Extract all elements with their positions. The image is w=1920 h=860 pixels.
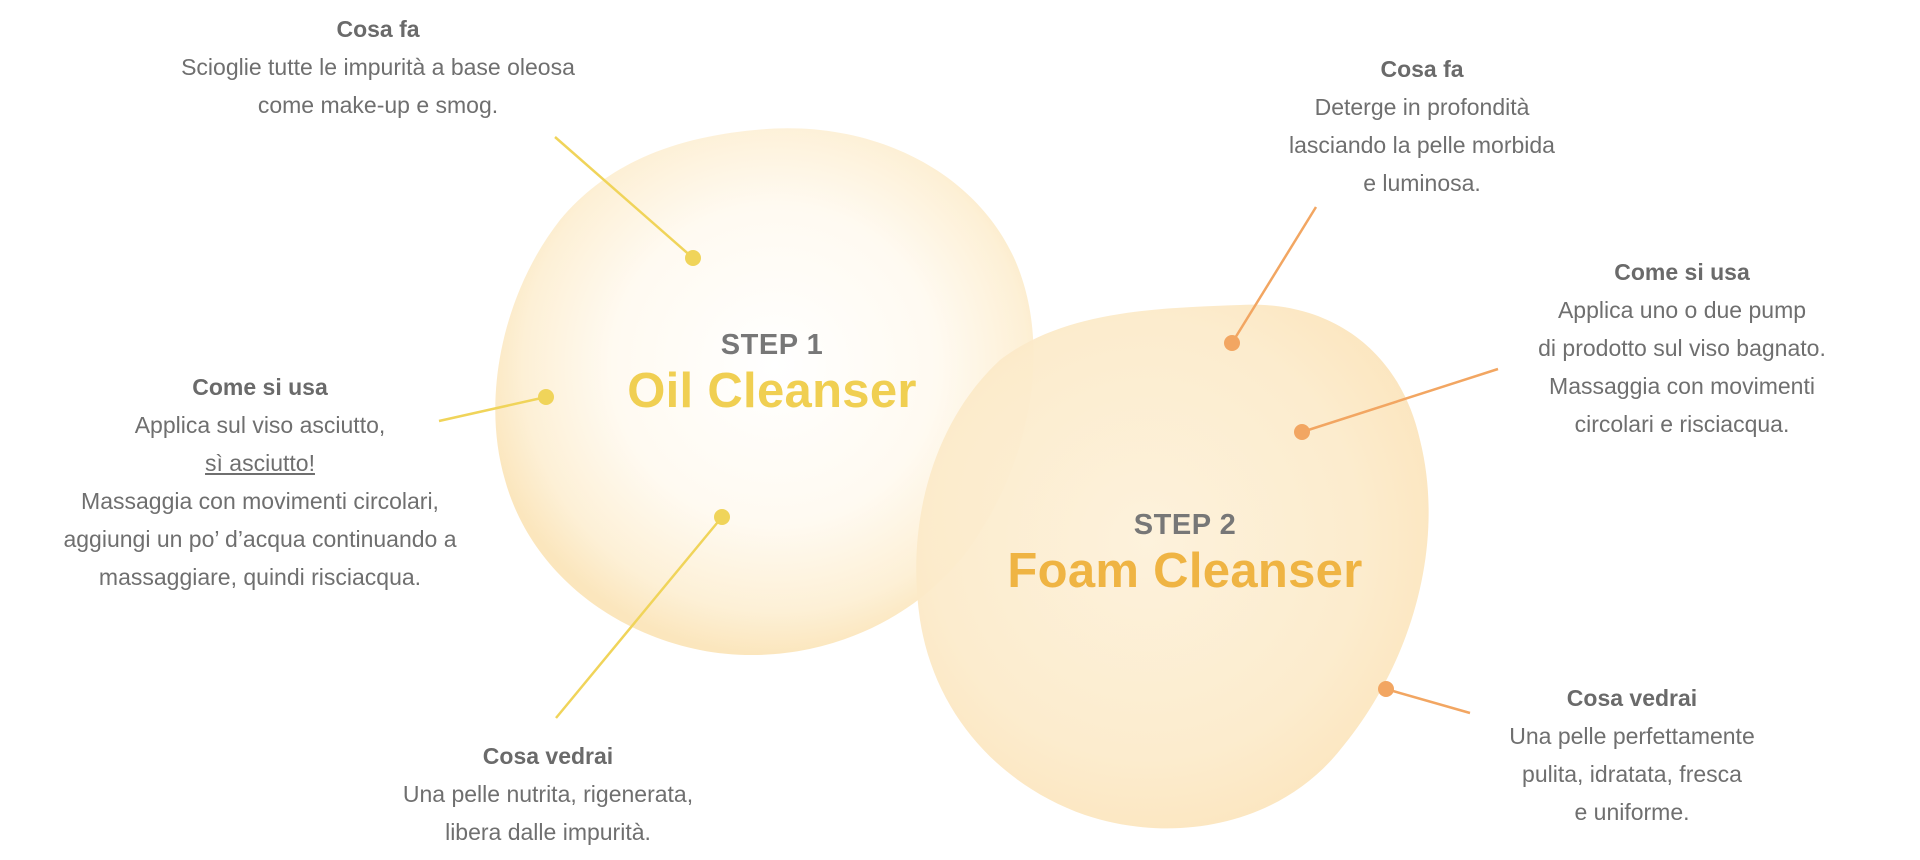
foam-cosa-vedrai-connector xyxy=(1385,687,1471,715)
step2-name: Foam Cleanser xyxy=(1007,544,1363,598)
oil-come-si-usa-line: massaggiare, quindi risciacqua. xyxy=(98,564,422,590)
oil-come-si-usa-heading: Come si usa xyxy=(192,374,328,400)
oil-cosa-fa-line: Scioglie tutte le impurità a base oleosa xyxy=(181,54,575,80)
oil-cosa-vedrai-dot xyxy=(714,509,730,525)
oil-come-si-usa-line: Massaggia con movimenti circolari, xyxy=(81,488,439,514)
oil-come-si-usa-dot xyxy=(538,389,554,405)
foam-cosa-vedrai-dot xyxy=(1378,681,1394,697)
oil-cosa-vedrai-connector xyxy=(555,516,723,719)
foam-come-si-usa-heading: Come si usa xyxy=(1614,259,1750,285)
foam-cosa-fa-line: e luminosa. xyxy=(1363,170,1481,196)
step2-label: STEP 2 xyxy=(1133,509,1237,541)
oil-cosa-vedrai-line: libera dalle impurità. xyxy=(445,819,651,845)
foam-cosa-vedrai-heading: Cosa vedrai xyxy=(1566,685,1698,711)
foam-cosa-fa-line: Deterge in profondità xyxy=(1314,94,1530,120)
foam-come-si-usa: Come si usa Applica uno o due pump di pr… xyxy=(1512,253,1852,443)
foam-cosa-fa-line: lasciando la pelle morbida xyxy=(1289,132,1555,158)
foam-cosa-vedrai: Cosa vedrai Una pelle perfettamente puli… xyxy=(1482,679,1782,831)
oil-cosa-fa-dot xyxy=(685,250,701,266)
oil-come-si-usa: Come si usa Applica sul viso asciutto, s… xyxy=(40,368,480,596)
foam-come-si-usa-dot xyxy=(1294,424,1310,440)
foam-cosa-vedrai-line: pulita, idratata, fresca xyxy=(1522,761,1742,787)
oil-cosa-fa-connector xyxy=(554,136,694,259)
oil-dots xyxy=(538,250,730,525)
step1-label: STEP 1 xyxy=(720,329,824,361)
oil-connectors xyxy=(438,136,723,719)
oil-cosa-fa-heading: Cosa fa xyxy=(336,16,420,42)
oil-cosa-vedrai: Cosa vedrai Una pelle nutrita, rigenerat… xyxy=(348,737,748,851)
foam-cosa-fa-dot xyxy=(1224,335,1240,351)
oil-come-si-usa-line: aggiungi un po’ d’acqua continuando a xyxy=(63,526,457,552)
oil-cosa-fa: Cosa fa Scioglie tutte le impurità a bas… xyxy=(158,10,598,124)
foam-dots xyxy=(1224,335,1394,697)
oil-cleanser-circle xyxy=(495,128,1034,656)
foam-cosa-vedrai-line: e uniforme. xyxy=(1574,799,1690,825)
oil-come-si-usa-emphasis: sì asciutto! xyxy=(205,450,315,476)
oil-cosa-vedrai-heading: Cosa vedrai xyxy=(482,743,614,769)
foam-cosa-fa-connector xyxy=(1230,206,1318,344)
foam-connectors xyxy=(1230,206,1499,715)
foam-come-si-usa-connector xyxy=(1301,367,1499,434)
foam-cosa-vedrai-line: Una pelle perfettamente xyxy=(1509,723,1755,749)
step2-title: STEP 2 Foam Cleanser xyxy=(975,508,1395,600)
foam-cosa-fa: Cosa fa Deterge in profondità lasciando … xyxy=(1262,50,1582,202)
foam-come-si-usa-line: di prodotto sul viso bagnato. xyxy=(1538,335,1826,361)
oil-cosa-vedrai-line: Una pelle nutrita, rigenerata, xyxy=(402,781,694,807)
foam-cosa-fa-heading: Cosa fa xyxy=(1380,56,1464,82)
oil-come-si-usa-line: Applica sul viso asciutto, xyxy=(134,412,386,438)
foam-come-si-usa-line: Applica uno o due pump xyxy=(1557,297,1807,323)
foam-come-si-usa-line: Massaggia con movimenti xyxy=(1549,373,1815,399)
step1-title: STEP 1 Oil Cleanser xyxy=(572,328,972,420)
foam-come-si-usa-line: circolari e risciacqua. xyxy=(1574,411,1790,437)
oil-cosa-fa-line: come make-up e smog. xyxy=(257,92,499,118)
oil-come-si-usa-connector xyxy=(438,395,547,423)
step1-name: Oil Cleanser xyxy=(627,364,917,418)
